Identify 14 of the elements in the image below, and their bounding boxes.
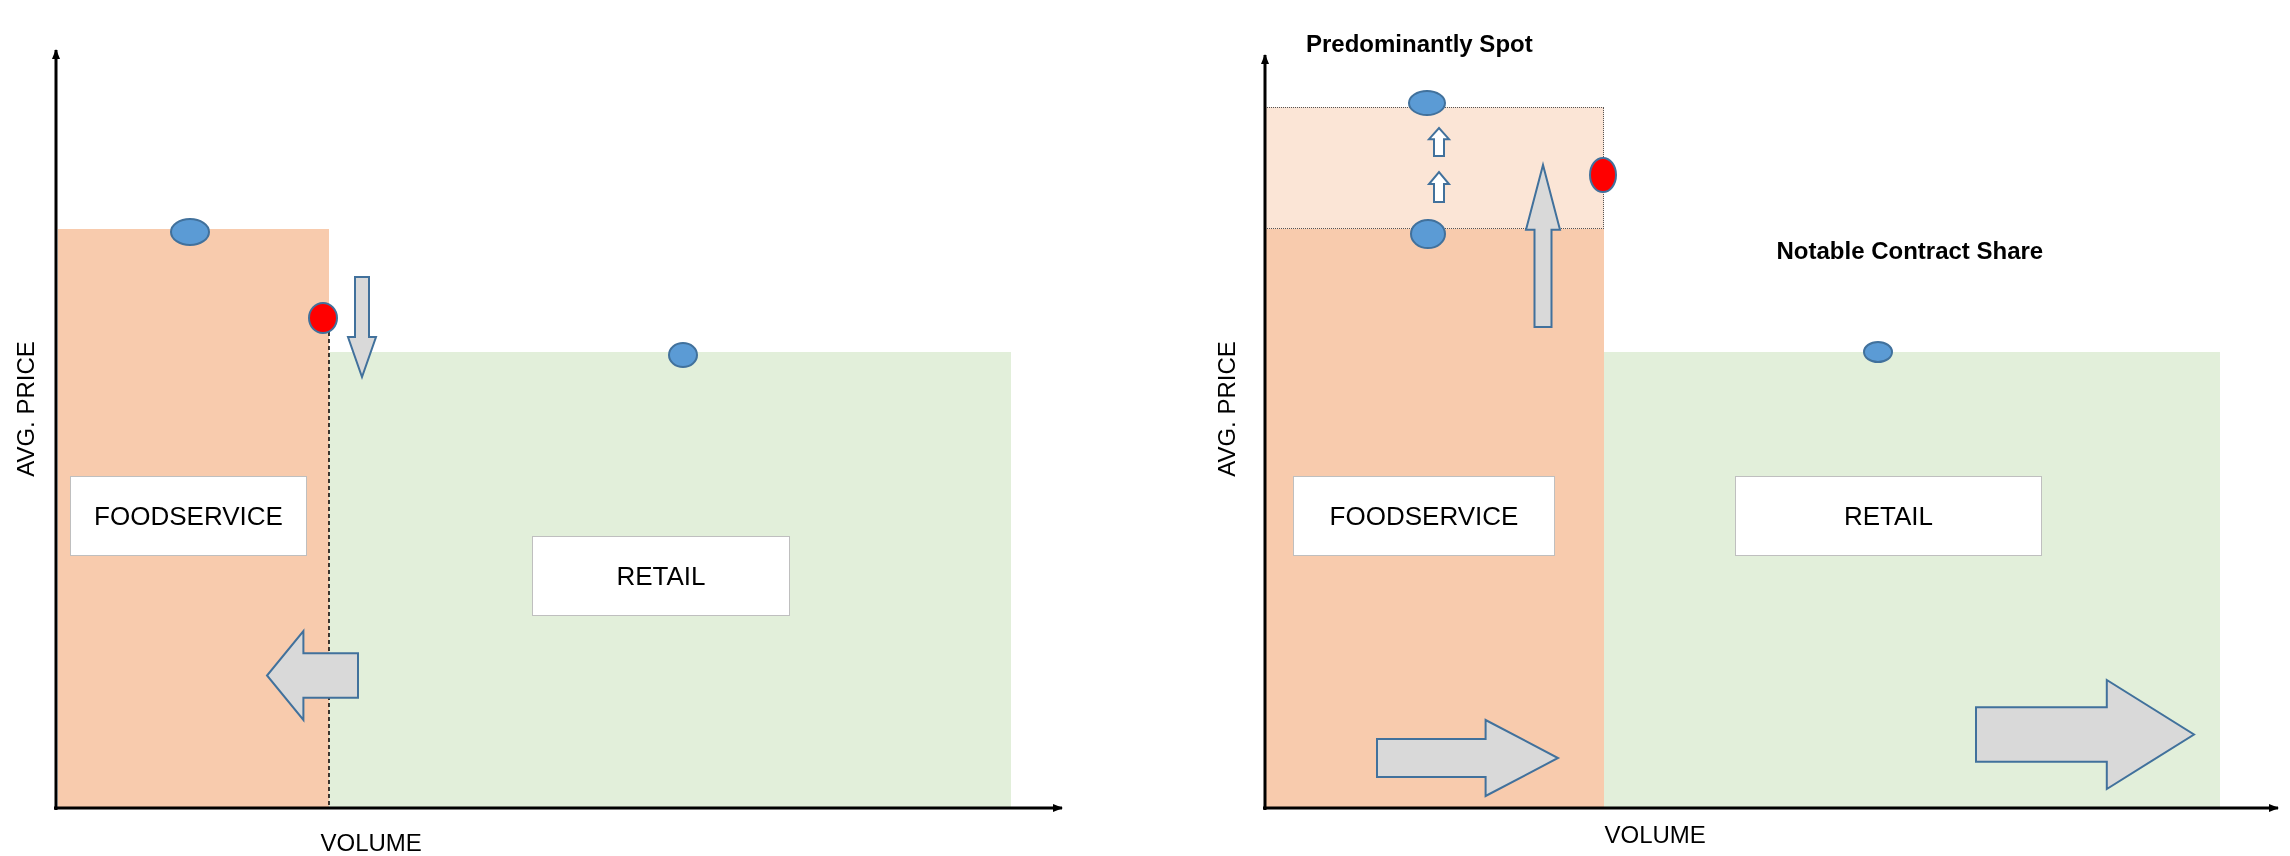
category-label: RETAIL bbox=[1735, 476, 2042, 556]
category-label: RETAIL bbox=[532, 536, 790, 616]
axis-title: VOLUME bbox=[320, 829, 422, 856]
category-label: FOODSERVICE bbox=[70, 476, 307, 556]
shaded-region bbox=[1604, 352, 2220, 808]
axis-title: VOLUME bbox=[1604, 821, 1706, 849]
axis-title: AVG. PRICE bbox=[11, 341, 40, 477]
category-label: FOODSERVICE bbox=[1293, 476, 1555, 556]
shaded-region bbox=[58, 229, 329, 808]
annotation-text: Notable Contract Share bbox=[1776, 237, 2044, 265]
shaded-region bbox=[329, 352, 1011, 808]
region-heading: Predominantly Spot bbox=[1306, 30, 1533, 58]
axis-title: AVG. PRICE bbox=[1212, 341, 1241, 477]
shaded-region bbox=[1265, 229, 1604, 808]
